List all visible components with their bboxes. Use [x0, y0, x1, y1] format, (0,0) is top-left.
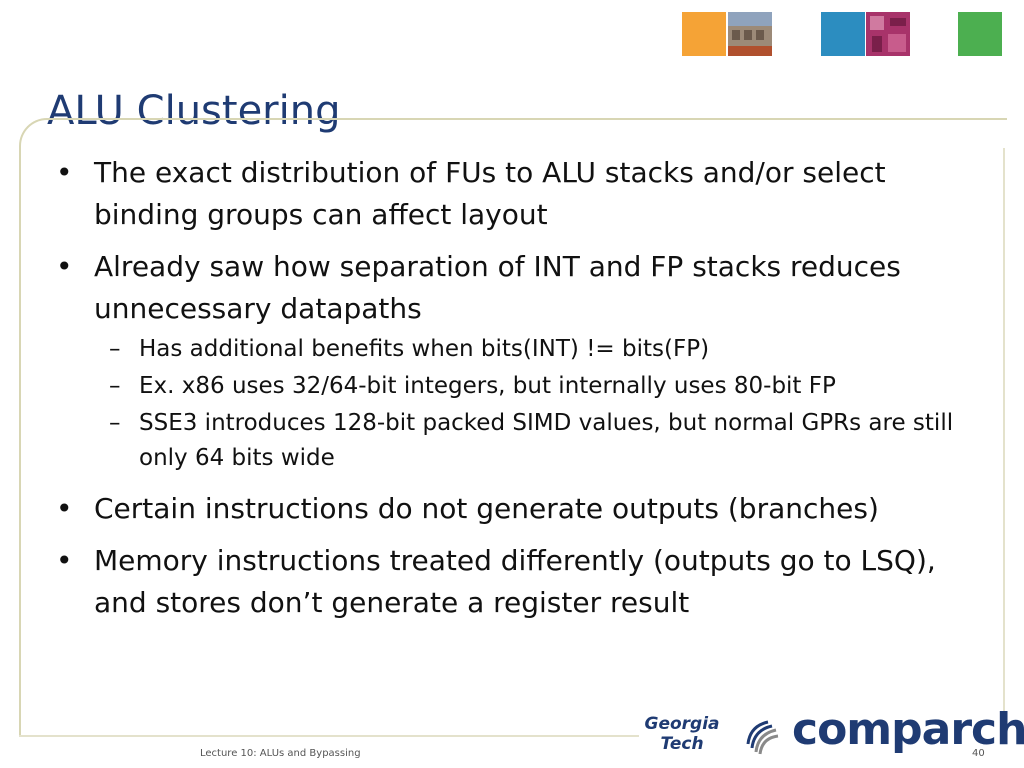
dash-marker: –	[109, 373, 121, 399]
comparch-swirl-icon	[746, 720, 779, 755]
sub-bullet-item: – SSE3 introduces 128-bit packed SIMD va…	[56, 406, 986, 476]
bullet-list: The exact distribution of FUs to ALU sta…	[56, 152, 986, 634]
sub-bullet-text: SSE3 introduces 128-bit packed SIMD valu…	[139, 410, 954, 471]
sub-bullet-item: – Ex. x86 uses 32/64-bit integers, but i…	[56, 369, 986, 404]
building-photo-icon	[728, 12, 772, 56]
content-frame-right-edge	[1003, 148, 1005, 733]
slide-title: ALU Clustering	[47, 87, 341, 134]
bullet-item: Already saw how separation of INT and FP…	[56, 246, 986, 330]
bullet-item: Memory instructions treated differently …	[56, 540, 986, 624]
content-frame	[19, 118, 1007, 736]
logo-line-georgia: Georgia	[644, 714, 720, 734]
dash-marker: –	[109, 336, 121, 362]
bullet-item: The exact distribution of FUs to ALU sta…	[56, 152, 986, 236]
footer-lecture-title: Lecture 10: ALUs and Bypassing	[200, 748, 361, 759]
georgia-tech-logo: Georgia Tech	[632, 714, 732, 758]
footer-page-number: 40	[972, 748, 985, 759]
sub-bullet-text: Ex. x86 uses 32/64-bit integers, but int…	[139, 373, 836, 399]
chip-photo-thumbnail	[866, 12, 910, 56]
dash-marker: –	[109, 410, 121, 436]
green-square-decoration	[958, 12, 1002, 56]
campus-photo-thumbnail	[728, 12, 772, 56]
bullet-item: Certain instructions do not generate out…	[56, 488, 986, 530]
sub-bullet-text: Has additional benefits when bits(INT) !…	[139, 336, 710, 362]
orange-square-decoration	[682, 12, 726, 56]
content-frame-bottom-edge	[19, 735, 639, 737]
sub-bullet-item: – Has additional benefits when bits(INT)…	[56, 332, 986, 367]
logo-line-tech: Tech	[660, 734, 704, 754]
blue-square-decoration	[821, 12, 865, 56]
chip-die-icon	[866, 12, 910, 56]
comparch-logo-text: comparch	[792, 704, 1024, 755]
